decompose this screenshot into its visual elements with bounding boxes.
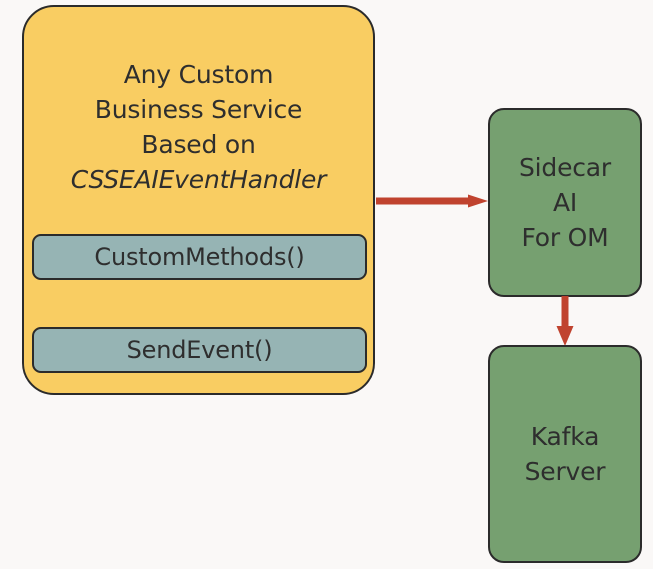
service-handler-name: CSSEAIEventHandler	[70, 165, 327, 194]
kafka-label-line-2: Server	[524, 457, 606, 486]
kafka-label: Kafka Server	[525, 419, 606, 489]
method-chip-label: SendEvent()	[126, 336, 273, 364]
arrow-right-icon	[376, 194, 488, 208]
method-chip-label: CustomMethods()	[94, 243, 305, 271]
sidecar-label-line-2: AI	[552, 188, 578, 217]
service-title-line-3: Based on	[141, 130, 256, 159]
sidecar-label-line-3: For OM	[521, 223, 609, 252]
custom-business-service-node[interactable]: Any Custom Business Service Based on CSS…	[22, 5, 375, 395]
method-chip-send-event[interactable]: SendEvent()	[32, 327, 367, 373]
service-title-line-2: Business Service	[94, 95, 303, 124]
kafka-server-node[interactable]: Kafka Server	[488, 345, 642, 563]
service-title-line-1: Any Custom	[123, 60, 274, 89]
service-title: Any Custom Business Service Based on CSS…	[24, 57, 373, 197]
sidecar-label: Sidecar AI For OM	[519, 150, 611, 255]
arrow-down-icon	[556, 296, 574, 346]
sidecar-ai-for-om-node[interactable]: Sidecar AI For OM	[488, 108, 642, 297]
kafka-label-line-1: Kafka	[530, 422, 600, 451]
method-chip-custom-methods[interactable]: CustomMethods()	[32, 234, 367, 280]
sidecar-label-line-1: Sidecar	[518, 153, 611, 182]
